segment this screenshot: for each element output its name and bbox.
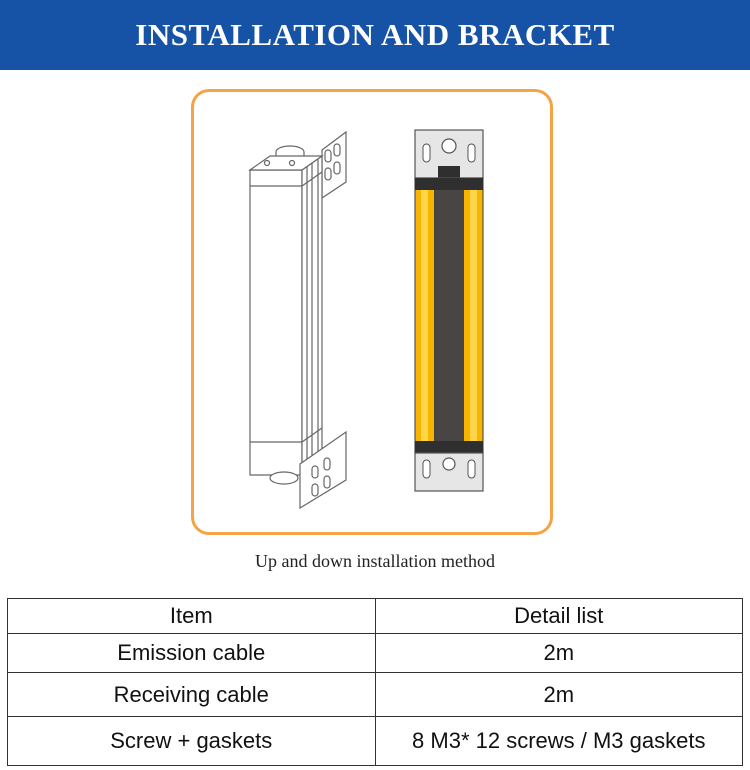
installation-illustration (248, 129, 484, 510)
cell-item: Emission cable (7, 633, 376, 673)
cell-detail: 2m (374, 672, 744, 717)
header-item: Item (7, 598, 376, 634)
installation-figure-frame (191, 89, 553, 535)
bottom-bracket-hole (442, 457, 456, 471)
sensor-body-front (249, 169, 303, 476)
top-bracket-hole (441, 138, 457, 154)
title-banner: INSTALLATION AND BRACKET (0, 0, 750, 70)
header-detail-list: Detail list (374, 598, 744, 634)
table-row: Emission cable 2m (7, 633, 744, 673)
table-row: Screw + gaskets 8 M3* 12 screws / M3 gas… (7, 716, 744, 766)
sensor-core (434, 190, 464, 441)
table-header-row: Item Detail list (7, 598, 744, 634)
detail-table: Item Detail list Emission cable 2m Recei… (7, 598, 744, 766)
cell-detail: 8 M3* 12 screws / M3 gaskets (374, 716, 744, 766)
isometric-sensor-drawing (248, 130, 347, 510)
cell-item: Screw + gaskets (7, 716, 376, 766)
cell-detail: 2m (374, 633, 744, 673)
cell-item: Receiving cable (7, 672, 376, 717)
page-title: INSTALLATION AND BRACKET (135, 17, 615, 52)
front-view-sensor (414, 129, 484, 492)
table-row: Receiving cable 2m (7, 672, 744, 717)
figure-caption: Up and down installation method (255, 551, 495, 571)
